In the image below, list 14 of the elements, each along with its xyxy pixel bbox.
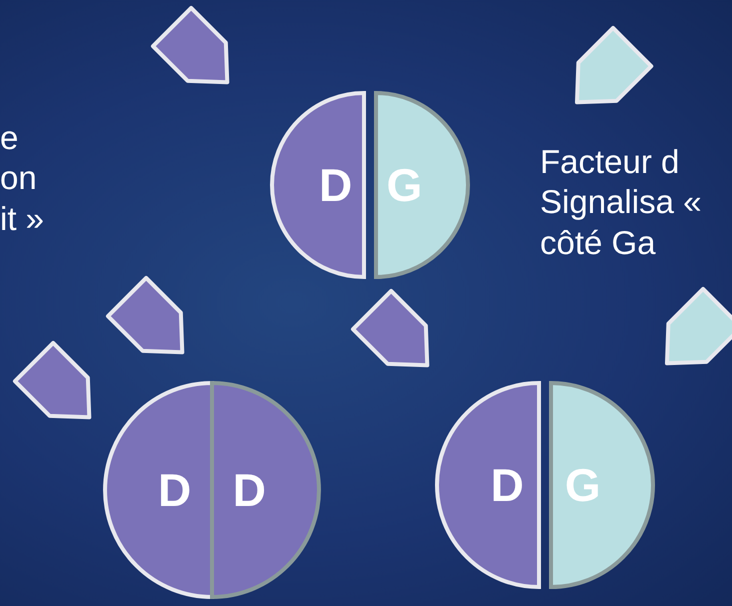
half-letter: D <box>490 458 525 512</box>
half-letter: G <box>564 458 602 512</box>
caption-text: e on it » <box>0 118 46 238</box>
half-letter: D <box>156 463 192 517</box>
signal-factor-shape <box>351 289 430 368</box>
signal-factor-shape <box>151 6 230 85</box>
half-letter: G <box>385 158 424 212</box>
caption-text: Facteur d Signalisa « côté Ga <box>540 142 702 262</box>
signal-factor-shape <box>665 287 732 366</box>
half-letter: D <box>318 158 354 212</box>
signal-factor-shape <box>575 26 654 105</box>
signal-factor-shape <box>13 341 92 420</box>
half-letter: D <box>232 463 267 517</box>
signal-factor-shape <box>106 276 185 355</box>
